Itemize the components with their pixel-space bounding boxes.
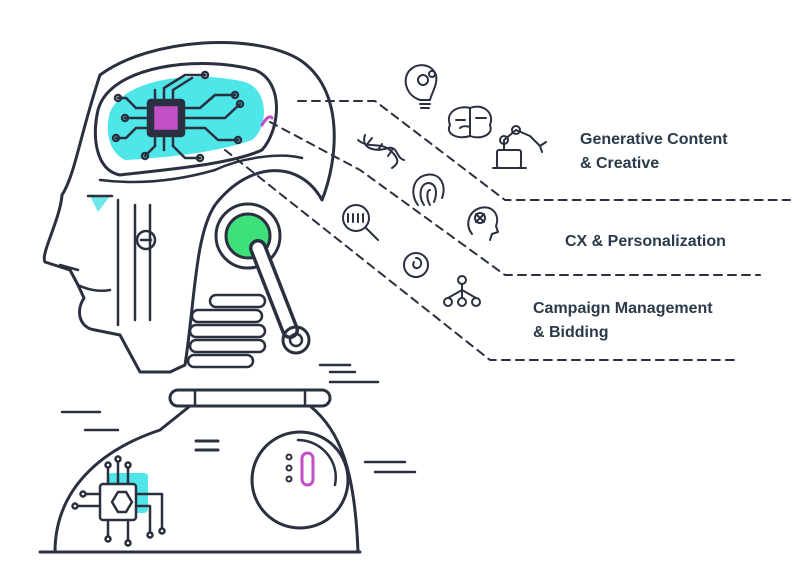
label-campaign-line2: & Bidding	[533, 324, 609, 341]
robot-body-outline	[38, 404, 362, 554]
label-campaign-management: Campaign Management & Bidding	[533, 297, 713, 345]
fingerprint-icon	[412, 173, 445, 206]
lightbulb-gear-icon	[404, 64, 438, 109]
dna-helix-icon	[357, 134, 405, 169]
chest-port-icon	[250, 430, 350, 530]
robot-head-outline	[42, 41, 336, 374]
body-chip-icon	[71, 455, 166, 547]
label-cx-personalization: CX & Personalization	[565, 233, 726, 250]
label-generative-line2: & Creative	[580, 155, 660, 172]
binary-magnifier-icon	[342, 204, 379, 241]
cheek-cyan-wedge	[90, 196, 110, 212]
shoulder-bar	[168, 388, 332, 408]
ai-head-icon	[467, 206, 499, 241]
robotic-arm-icon	[492, 125, 547, 169]
spiral-target-icon	[403, 252, 429, 278]
brain-icon	[447, 105, 493, 139]
hierarchy-network-icon	[443, 275, 481, 307]
side-button-icon	[135, 229, 157, 251]
label-campaign-line1: Campaign Management	[533, 300, 713, 317]
label-generative-line1: Generative Content	[580, 131, 728, 148]
green-knob-outer	[214, 202, 282, 270]
connector-lines	[224, 100, 791, 361]
brain-cavity-outline	[93, 61, 278, 177]
brain-circuit-icon	[111, 70, 245, 163]
neck-segments	[186, 293, 267, 369]
label-generative-content: Generative Content & Creative	[580, 128, 728, 176]
